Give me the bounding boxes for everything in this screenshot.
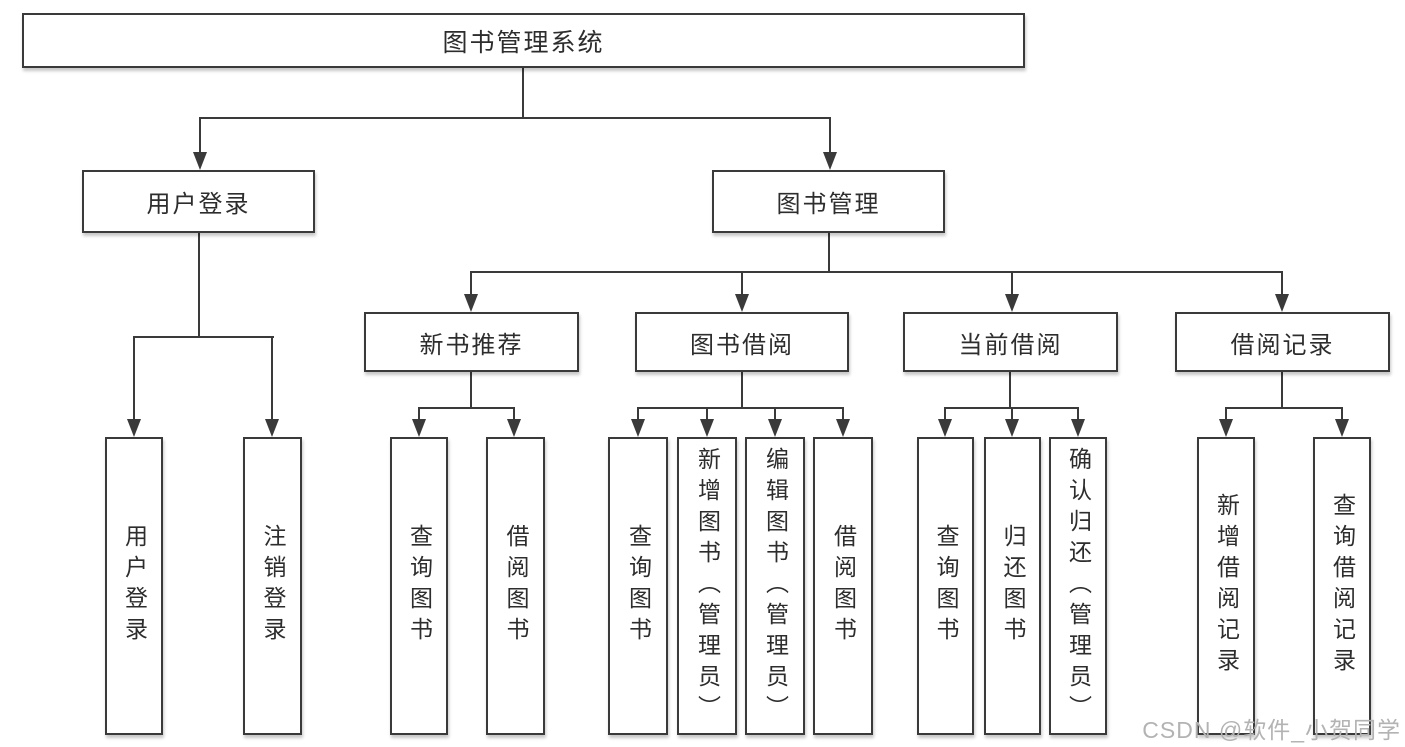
connector-book-mgmt-stub bbox=[828, 233, 830, 272]
connector-book-borrow-stub bbox=[741, 372, 743, 408]
leaf-book-borrow-query: 查询图书 bbox=[608, 437, 668, 735]
connector-drop-leaf bbox=[944, 408, 946, 421]
leaf-current-borrow-query: 查询图书 bbox=[917, 437, 974, 735]
leaf-borrow-records-query: 查询借阅记录 bbox=[1313, 437, 1371, 735]
arrow-down-icon bbox=[1071, 419, 1085, 437]
arrow-down-icon bbox=[412, 419, 426, 437]
connector-borrow-records-stub bbox=[1281, 372, 1283, 408]
arrow-down-icon bbox=[768, 419, 782, 437]
node-borrow-records: 借阅记录 bbox=[1175, 312, 1390, 372]
leaf-new-books-query: 查询图书 bbox=[390, 437, 448, 735]
arrow-down-icon bbox=[265, 419, 279, 437]
connector-drop-leaf bbox=[133, 337, 135, 421]
leaf-current-borrow-return: 归还图书 bbox=[984, 437, 1041, 735]
connector-drop-book-mgmt bbox=[829, 118, 831, 154]
arrow-down-icon bbox=[735, 294, 749, 312]
connector-level3-branch bbox=[470, 271, 1283, 273]
node-root: 图书管理系统 bbox=[22, 13, 1025, 68]
connector-user-login-branch bbox=[133, 336, 274, 338]
connector-drop-leaf bbox=[706, 408, 708, 421]
connector-drop-book-borrow bbox=[741, 272, 743, 296]
connector-drop-borrow-records bbox=[1281, 272, 1283, 296]
connector-drop-new-books bbox=[470, 272, 472, 296]
node-new-books: 新书推荐 bbox=[364, 312, 579, 372]
connector-drop-leaf bbox=[1011, 408, 1013, 421]
connector-book-borrow-branch bbox=[637, 407, 844, 409]
connector-drop-leaf bbox=[842, 408, 844, 421]
node-book-borrow: 图书借阅 bbox=[635, 312, 849, 372]
leaf-book-borrow-add: 新增图书（管理员） bbox=[677, 437, 737, 735]
connector-drop-leaf bbox=[418, 408, 420, 421]
connector-drop-leaf bbox=[271, 337, 273, 421]
arrow-down-icon bbox=[193, 152, 207, 170]
connector-new-books-branch bbox=[418, 407, 515, 409]
connector-drop-user-login bbox=[199, 118, 201, 154]
csdn-watermark: CSDN @软件_小贺同学 bbox=[1142, 717, 1401, 743]
connector-drop-leaf bbox=[513, 408, 515, 421]
connector-borrow-records-branch bbox=[1225, 407, 1343, 409]
arrow-down-icon bbox=[1005, 419, 1019, 437]
connector-drop-leaf bbox=[1341, 408, 1343, 421]
leaf-new-books-borrow: 借阅图书 bbox=[486, 437, 545, 735]
arrow-down-icon bbox=[836, 419, 850, 437]
arrow-down-icon bbox=[127, 419, 141, 437]
connector-drop-leaf bbox=[774, 408, 776, 421]
connector-current-borrow-stub bbox=[1009, 372, 1011, 408]
arrow-down-icon bbox=[507, 419, 521, 437]
arrow-down-icon bbox=[631, 419, 645, 437]
arrow-down-icon bbox=[1219, 419, 1233, 437]
connector-drop-leaf bbox=[637, 408, 639, 421]
arrow-down-icon bbox=[700, 419, 714, 437]
node-user-login: 用户登录 bbox=[82, 170, 315, 233]
connector-drop-current-borrow bbox=[1011, 272, 1013, 296]
leaf-book-borrow-borrow: 借阅图书 bbox=[813, 437, 873, 735]
leaf-logout: 注销登录 bbox=[243, 437, 302, 735]
connector-drop-leaf bbox=[1077, 408, 1079, 421]
connector-new-books-stub bbox=[470, 372, 472, 408]
leaf-book-borrow-edit: 编辑图书（管理员） bbox=[745, 437, 805, 735]
arrow-down-icon bbox=[1335, 419, 1349, 437]
node-book-mgmt: 图书管理 bbox=[712, 170, 945, 233]
leaf-current-borrow-confirm: 确认归还（管理员） bbox=[1049, 437, 1107, 735]
arrow-down-icon bbox=[464, 294, 478, 312]
arrow-down-icon bbox=[1005, 294, 1019, 312]
connector-drop-leaf bbox=[1225, 408, 1227, 421]
leaf-user-login: 用户登录 bbox=[105, 437, 163, 735]
leaf-borrow-records-add: 新增借阅记录 bbox=[1197, 437, 1255, 735]
node-current-borrow: 当前借阅 bbox=[903, 312, 1118, 372]
arrow-down-icon bbox=[823, 152, 837, 170]
connector-level2-branch bbox=[199, 117, 831, 119]
arrow-down-icon bbox=[938, 419, 952, 437]
connector-root-trunk bbox=[522, 68, 524, 118]
connector-user-login-stub bbox=[198, 233, 200, 337]
arrow-down-icon bbox=[1275, 294, 1289, 312]
